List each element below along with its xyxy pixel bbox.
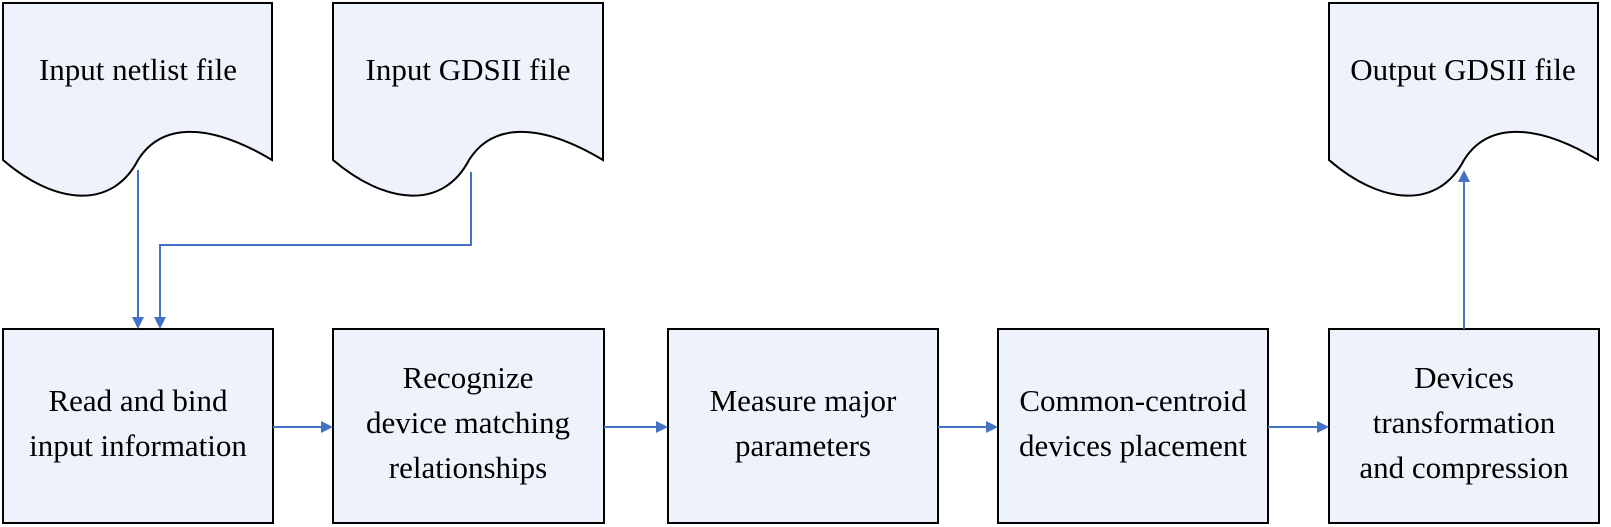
process-label: Read and bind <box>48 383 228 418</box>
process-label: relationships <box>389 450 547 485</box>
document-label: Input GDSII file <box>366 52 571 87</box>
measure-box: Measure major parameters <box>667 328 939 524</box>
process-label: devices placement <box>1019 428 1247 463</box>
process-label: input information <box>29 428 247 463</box>
arrow-gdsii-to-read <box>154 172 472 329</box>
process-shape <box>667 328 939 524</box>
process-label: transformation <box>1373 405 1556 440</box>
recognize-box: Recognize device matching relationships <box>332 328 605 524</box>
process-label: device matching <box>366 405 570 440</box>
process-label: Measure major <box>710 383 897 418</box>
process-label: and compression <box>1359 450 1569 485</box>
process-label: Devices <box>1414 360 1514 395</box>
process-label: Common-centroid <box>1019 383 1247 418</box>
document-shape <box>332 2 604 197</box>
document-shape <box>1328 2 1599 197</box>
placement-box: Common-centroid devices placement <box>997 328 1269 524</box>
process-label: Recognize <box>403 360 534 395</box>
process-shape <box>332 328 605 524</box>
input-netlist-document: Input netlist file <box>2 2 273 197</box>
output-gdsii-document: Output GDSII file <box>1328 2 1599 197</box>
process-shape <box>1328 328 1600 524</box>
document-label: Output GDSII file <box>1350 52 1576 87</box>
transform-box: Devices transformation and compression <box>1328 328 1600 524</box>
process-shape <box>2 328 274 524</box>
input-gdsii-document: Input GDSII file <box>332 2 604 197</box>
document-shape <box>2 2 273 197</box>
process-shape <box>997 328 1269 524</box>
read-bind-box: Read and bind input information <box>2 328 274 524</box>
process-label: parameters <box>735 428 871 463</box>
document-label: Input netlist file <box>39 52 237 87</box>
